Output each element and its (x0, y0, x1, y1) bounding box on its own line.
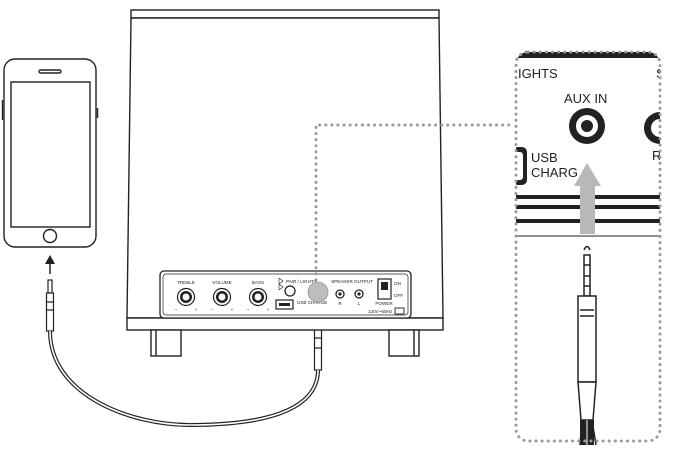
svg-text:+: + (231, 307, 234, 312)
zoom-usb-label: USB (531, 150, 558, 165)
arrow-up-icon (45, 255, 55, 274)
svg-text:S: S (656, 66, 665, 81)
treble-label: TREBLE (177, 280, 195, 285)
aux-cable (48, 330, 320, 428)
zoom-connector (314, 123, 516, 282)
pair-lights-label: PAIR / LIGHTS (286, 279, 317, 284)
power-label: POWER (375, 301, 393, 306)
svg-text:–: – (175, 307, 178, 312)
lights-label: IGHTS (518, 66, 558, 81)
insert-arrow-icon (574, 163, 601, 234)
power-on-label: ON (394, 281, 401, 286)
phone-plug (45, 279, 55, 332)
output-l-label: L (358, 301, 361, 306)
aux-in-port (307, 281, 329, 303)
speaker-output-label: SPEAKER OUTPUT (331, 279, 373, 284)
pair-button (284, 285, 296, 297)
zoom-charge-label: CHARG (531, 165, 578, 180)
svg-text:–: – (247, 307, 250, 312)
speaker-back-panel: TREBLE – + VOLUME – + BASS – + PAIR / LI… (159, 270, 412, 319)
volume-knob: VOLUME – + (211, 280, 234, 312)
zoom-panel: IGHTS S AUX IN USB CHARG R (514, 50, 665, 446)
zoom-plug (577, 245, 597, 446)
volume-label: VOLUME (212, 280, 231, 285)
svg-text:+: + (267, 307, 270, 312)
aux-in-label: AUX IN (564, 91, 607, 106)
svg-text:–: – (211, 307, 214, 312)
usb-charge-label: USB CHARGE (297, 300, 327, 305)
phone-icon (1, 58, 99, 248)
svg-text:+: + (195, 307, 198, 312)
bass-knob: BASS – + (247, 280, 270, 312)
bluetooth-icon (278, 277, 284, 291)
voltage-label: 120V~60Hz (368, 309, 393, 314)
power-off-label: OFF (394, 293, 403, 298)
bass-label: BASS (252, 280, 264, 285)
output-r-label: R (338, 301, 342, 306)
treble-knob: TREBLE – + (175, 280, 198, 312)
zoom-r-label: R (652, 148, 661, 163)
